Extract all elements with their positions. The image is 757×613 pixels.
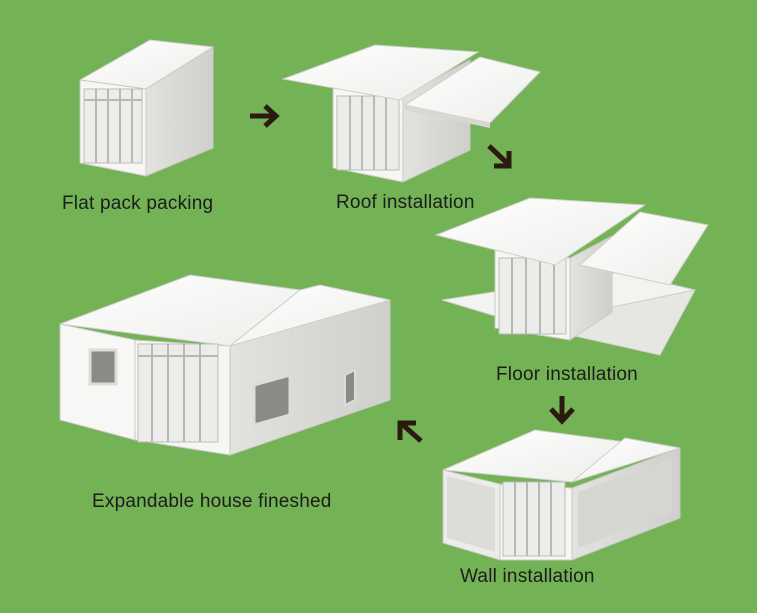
arrow-down-icon bbox=[549, 396, 575, 425]
arrow-right-icon bbox=[250, 104, 280, 128]
arrow-up-left-icon bbox=[397, 420, 423, 443]
flat-pack-container bbox=[78, 39, 215, 177]
arrow-down-right-icon bbox=[487, 144, 512, 169]
step-label-flat-pack: Flat pack packing bbox=[62, 193, 214, 214]
wall-installation-container bbox=[442, 429, 681, 561]
roof-installation-container bbox=[281, 44, 541, 183]
step-label-house-finished: Expandable house fineshed bbox=[92, 491, 332, 512]
step-label-roof-installation: Roof installation bbox=[336, 192, 475, 213]
step-label-floor-installation: Floor installation bbox=[496, 364, 638, 385]
step-label-wall-installation: Wall installation bbox=[460, 566, 595, 587]
finished-house bbox=[59, 274, 391, 456]
floor-installation-container bbox=[434, 197, 709, 356]
